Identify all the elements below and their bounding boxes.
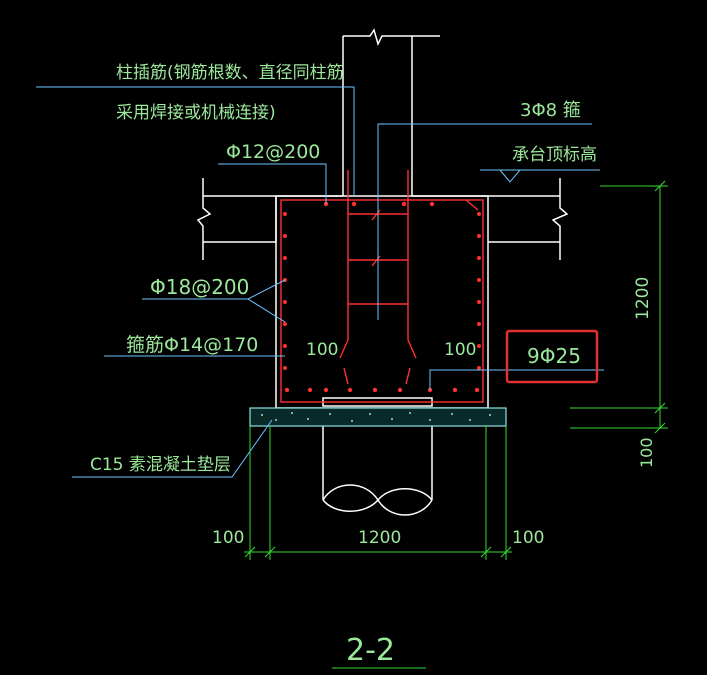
leader-lines [36, 86, 604, 478]
cushion-layer [249, 407, 507, 427]
dowel-hook-right [407, 339, 417, 359]
leader-bar-12 [218, 163, 327, 204]
label-dim-1200-vertical: 1200 [633, 277, 653, 320]
pile-break [322, 484, 433, 516]
label-column-dowel-line2: 采用焊接或机械连接) [116, 103, 276, 123]
cap-stirrup [280, 199, 484, 403]
top-hook [465, 199, 479, 211]
text-labels: 柱插筋(钢筋根数、直径同柱筋 采用焊接或机械连接) 3Φ8 箍 承台顶标高 Φ1… [90, 63, 656, 668]
label-dim-100-inner-left: 100 [306, 340, 338, 360]
stirrup-tick-2 [371, 255, 381, 267]
label-stirrup-14: 箍筋Φ14@170 [126, 334, 258, 356]
slab-left-break [196, 178, 212, 260]
leader-bar-18-b [247, 298, 286, 323]
label-dim-100-vertical: 100 [637, 437, 656, 468]
label-dim-100-inner-right: 100 [444, 340, 476, 360]
section-title: 2-2 [346, 633, 395, 668]
label-dim-100-bottom-left: 100 [212, 528, 244, 548]
leader-bottom-bars [429, 369, 604, 390]
label-pile-top: 承台顶标高 [512, 145, 597, 165]
leader-column-dowel [36, 86, 355, 196]
rebar-dots [283, 201, 481, 393]
label-dim-1200-bottom: 1200 [358, 528, 401, 548]
label-bar-12: Φ12@200 [226, 141, 320, 163]
leader-pile-top [480, 169, 522, 183]
label-cushion: C15 素混凝土垫层 [90, 455, 231, 475]
pile-cap [275, 195, 489, 409]
dimension-lines [244, 180, 668, 669]
slab-right-break [551, 178, 569, 260]
label-bottom-bars: 9Φ25 [527, 344, 581, 368]
cushion-dots [261, 412, 491, 422]
column-break-line [343, 28, 440, 47]
label-bar-18: Φ18@200 [150, 275, 249, 299]
rebar-group [280, 170, 484, 403]
label-column-dowel-line1: 柱插筋(钢筋根数、直径同柱筋 [116, 63, 344, 83]
label-dim-100-bottom-right: 100 [512, 528, 544, 548]
leader-cushion [72, 419, 273, 478]
bottom-hook-1 [343, 367, 349, 385]
dowel-hook-left [339, 339, 349, 359]
leader-stirrup-3 [377, 123, 592, 320]
stirrup-tick-1 [371, 209, 381, 221]
highlight-box [505, 329, 599, 384]
slab-left-bottom [203, 196, 277, 243]
bottom-hook-2 [405, 367, 411, 385]
label-stirrup-3: 3Φ8 箍 [520, 100, 581, 121]
